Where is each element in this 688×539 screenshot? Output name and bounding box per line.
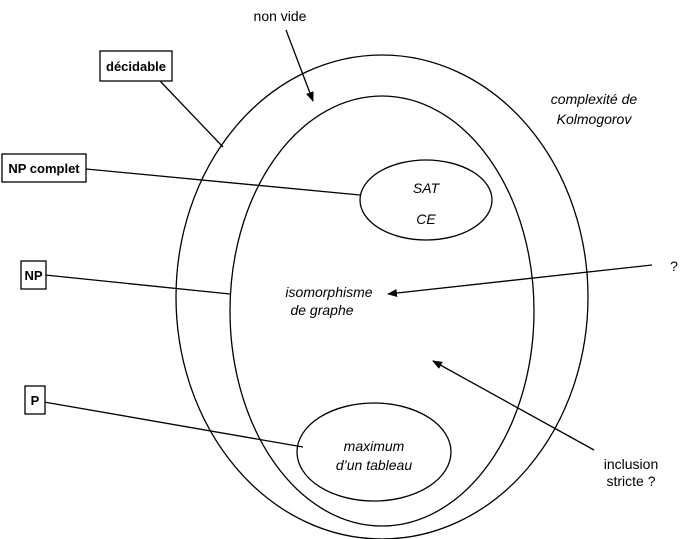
p-box-label: P xyxy=(31,393,40,408)
np-complet-connector xyxy=(85,168,361,196)
np-ellipse xyxy=(229,95,535,527)
inclusion-arrow xyxy=(432,360,595,451)
question-label: ? xyxy=(670,258,678,274)
p-connector xyxy=(43,401,304,448)
sat-label: SAT xyxy=(413,180,441,196)
kolmogorov-label-line2: Kolmogorov xyxy=(557,111,633,127)
inclusion-label-line2: stricte ? xyxy=(606,473,655,489)
np-complet-box xyxy=(1,153,87,183)
decidable-ellipse xyxy=(175,54,589,539)
non-vide-label: non vide xyxy=(254,8,307,24)
decidable-box-label: décidable xyxy=(106,59,166,74)
maximum-label-line2: d’un tableau xyxy=(336,457,413,473)
decidable-box xyxy=(99,50,173,82)
ce-label: CE xyxy=(416,211,436,227)
np-connector xyxy=(44,274,231,295)
np-complet-box-label: NP complet xyxy=(8,161,80,176)
p-box xyxy=(24,385,46,415)
question-arrow xyxy=(387,264,653,297)
np-box-label: NP xyxy=(24,268,42,283)
isomorphisme-label-line1: isomorphisme xyxy=(285,284,372,300)
np-complete-ellipse xyxy=(359,159,493,241)
np-box xyxy=(20,260,47,290)
maximum-label-line1: maximum xyxy=(344,438,405,454)
p-ellipse xyxy=(296,402,452,502)
kolmogorov-label-line1: complexité de xyxy=(551,91,638,107)
decidable-connector xyxy=(159,80,224,148)
inclusion-label-line1: inclusion xyxy=(604,456,658,472)
non-vide-arrow xyxy=(285,29,314,102)
isomorphisme-label-line2: de graphe xyxy=(290,302,353,318)
